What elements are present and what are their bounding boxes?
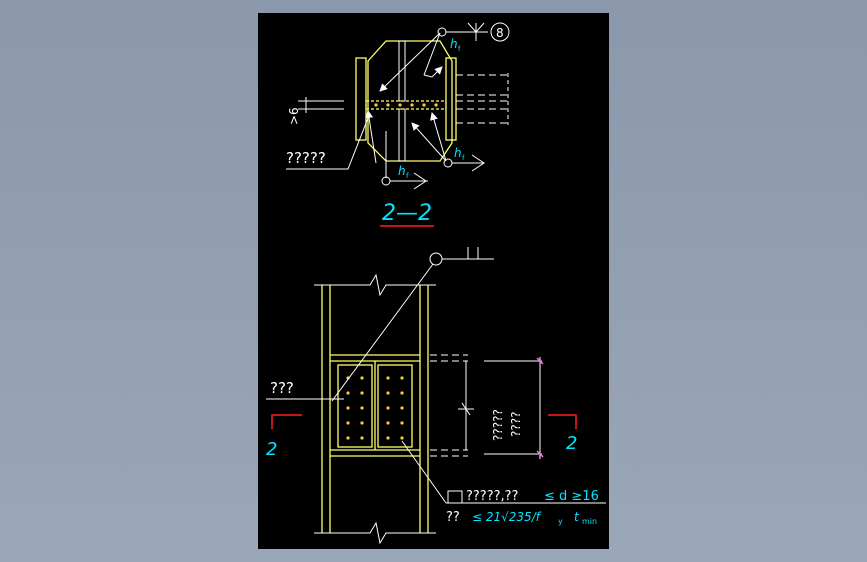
cad-drawing: 8 h f >6 ????? h f h f 2—2 — [266, 22, 606, 545]
weld-note-t-sub: min — [582, 517, 597, 526]
weld-note-line1-condition: ≤ d ≥16 — [544, 489, 599, 504]
splice-plate — [365, 100, 447, 110]
weld-reference-circle-elevation — [429, 252, 443, 266]
elevation-detail: ??? 2 2 ????? ???? ?????,?? ≤ — [266, 247, 606, 545]
weld-note-box — [447, 490, 463, 504]
section-mark-left-bracket — [271, 414, 302, 429]
weld-note-formula-sub: y — [558, 517, 563, 526]
side-note-2: ???? — [509, 412, 523, 437]
hf-label-top: h — [450, 37, 458, 51]
right-flange — [445, 57, 457, 141]
hf-label-bottom-right-sub: f — [462, 154, 465, 162]
bolt-grid — [346, 376, 404, 440]
break-line-bottom — [314, 521, 436, 545]
hf-label-bottom-left: h — [398, 164, 406, 178]
weld-reference-circle-bottom-right — [443, 158, 453, 168]
section-mark-right-bracket — [548, 414, 577, 429]
weld-note-t: t — [574, 510, 580, 524]
beam-dashed-lines — [456, 74, 510, 124]
top-section-detail: 8 h f >6 ????? h f h f — [286, 22, 510, 190]
drawing-sheet: 8 h f >6 ????? h f h f 2—2 — [258, 13, 609, 549]
side-note-1: ????? — [491, 409, 505, 441]
lower-web — [398, 108, 406, 162]
elevation-plate-label: ??? — [270, 379, 294, 397]
weld-reference-circle-top — [437, 27, 447, 37]
weld-reference-circle-bottom-left — [381, 176, 391, 186]
hf-label-bottom-left-sub: f — [406, 172, 409, 180]
dim-label-gt6: >6 — [287, 107, 301, 125]
hf-label-top-sub: f — [458, 45, 461, 53]
callout-circle — [490, 22, 510, 42]
dimension-ticks — [536, 357, 544, 458]
weld-note-prefix: ?? — [446, 510, 460, 525]
beam-break-line — [458, 402, 474, 416]
bolt-row-top — [374, 103, 438, 107]
section-mark-right: 2 — [566, 433, 577, 454]
weld-note-line1: ?????,?? — [466, 489, 518, 504]
top-plate-label: ????? — [286, 149, 326, 167]
beam-flange-dashed — [430, 354, 468, 457]
section-mark-left: 2 — [266, 439, 277, 460]
break-line-top — [314, 273, 436, 297]
section-title: 2—2 — [382, 201, 432, 226]
weld-note-formula: ≤ 21√235/f — [472, 510, 542, 524]
hf-label-bottom-right: h — [454, 146, 462, 160]
splice-plate-left — [337, 364, 373, 448]
column-octagon-outline — [367, 40, 453, 162]
upper-web — [398, 40, 406, 102]
left-flange — [355, 57, 367, 141]
callout-number: 8 — [496, 26, 504, 40]
splice-plate-right — [377, 364, 413, 448]
